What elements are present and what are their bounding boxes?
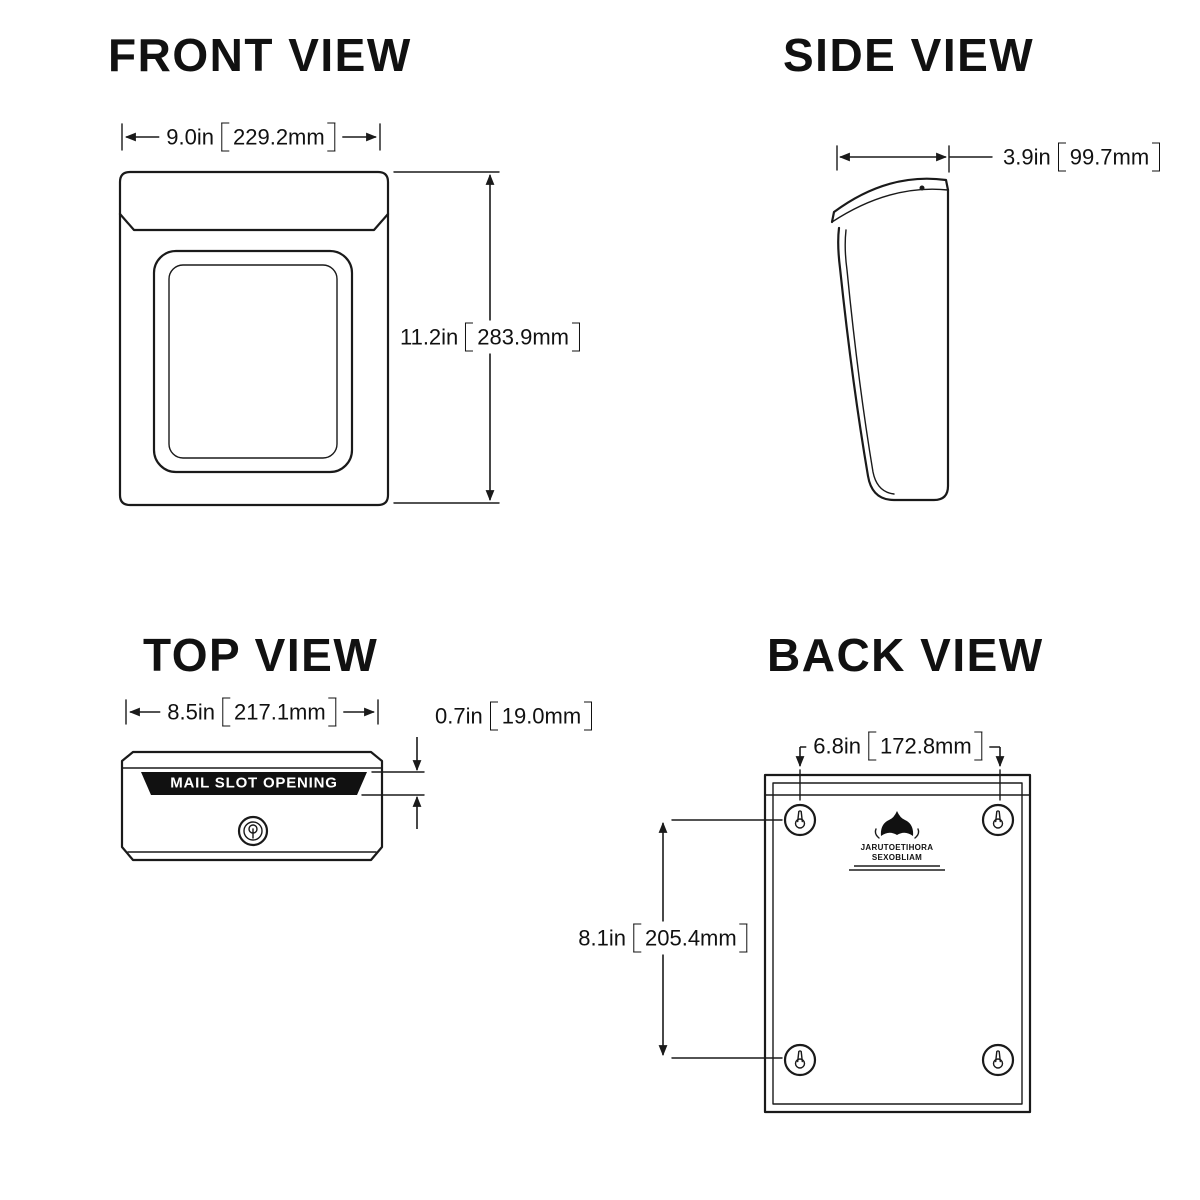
back-vertical-dimension: 8.1in 205.4mm: [571, 921, 755, 955]
brand-ornament-curl: [874, 828, 920, 839]
dimension-value-in: 9.0in: [166, 124, 214, 149]
front-width-dimension: 9.0in 229.2mm: [159, 120, 343, 154]
back-panel-outer: [763, 773, 1032, 1114]
top-slot-dimension: 0.7in 19.0mm: [428, 699, 600, 733]
mailbox-lid-seam: [118, 212, 390, 232]
dimension-value-in: 0.7in: [435, 703, 483, 728]
top-outline: [120, 750, 384, 862]
bracket-right: [739, 923, 748, 953]
dimension-value-mm: 99.7mm: [1069, 144, 1150, 169]
bracket-left: [221, 122, 229, 152]
lock-outer: [237, 815, 269, 847]
mailbox-window-inner: [168, 264, 338, 459]
mailbox-window-outer: [152, 249, 354, 474]
bracket-right: [1152, 142, 1161, 172]
brand-text-block: JARUTOETIHORA SEXOBLIAM: [849, 843, 945, 871]
dimension-value-mm: 283.9mm: [477, 324, 570, 349]
side-body-inner: [844, 229, 895, 495]
brand-text-line1: JARUTOETIHORA: [860, 843, 934, 852]
top-width-dimension: 8.5in 217.1mm: [160, 695, 344, 729]
lock-mid: [243, 821, 263, 841]
brand-fine-print-bar: [849, 869, 945, 871]
mailbox-front-body: [118, 170, 390, 507]
side-latch-dot: [919, 185, 925, 191]
bracket-left: [222, 697, 230, 727]
keyhole-bottom-left: [783, 1043, 817, 1077]
front-height-dimension: 11.2in 283.9mm: [392, 320, 588, 354]
mail-slot-band: [141, 772, 367, 795]
dimension-value-mm: 217.1mm: [234, 699, 326, 724]
bracket-left: [489, 701, 498, 731]
dimension-value-mm: 19.0mm: [501, 703, 582, 728]
side-lid-top: [830, 177, 950, 224]
brand-text-line2: SEXOBLIAM: [871, 853, 923, 862]
side-view-drawing: [830, 145, 993, 502]
bracket-left: [633, 923, 641, 953]
bracket-right: [327, 122, 336, 152]
dimension-value-in: 11.2in: [399, 324, 459, 349]
dimension-value-in: 8.1in: [578, 925, 626, 950]
dimension-value-mm: 172.8mm: [880, 733, 972, 758]
bracket-left: [465, 322, 474, 352]
keyhole-bottom-right: [981, 1043, 1015, 1077]
bracket-right: [974, 731, 983, 761]
brand-fine-print-bar: [854, 865, 940, 867]
dimension-value-in: 8.5in: [167, 699, 215, 724]
keyhole-top-left: [783, 803, 817, 837]
dimension-value-mm: 229.2mm: [233, 124, 325, 149]
back-panel-inner: [772, 782, 1023, 1105]
front-view-title: FRONT VIEW: [108, 29, 412, 81]
bracket-left: [868, 731, 876, 761]
side-lid-underside: [831, 188, 949, 223]
dimension-value-mm: 205.4mm: [645, 925, 737, 950]
front-view-drawing: [118, 123, 500, 507]
back-horizontal-dimension: 6.8in 172.8mm: [806, 729, 990, 763]
dimension-value-in: 3.9in: [1003, 144, 1051, 169]
top-view-title: TOP VIEW: [143, 629, 379, 681]
dimension-value-in: 6.8in: [813, 733, 861, 758]
back-view-title: BACK VIEW: [767, 629, 1044, 681]
bracket-right: [328, 697, 337, 727]
side-body: [837, 188, 950, 502]
brand-ornament: [880, 811, 914, 836]
side-view-title: SIDE VIEW: [783, 29, 1035, 81]
bracket-right: [584, 701, 593, 731]
bracket-right: [572, 322, 581, 352]
mail-slot-opening-label: MAIL SLOT OPENING: [170, 774, 338, 792]
keyhole-top-right: [981, 803, 1015, 837]
side-depth-dimension: 3.9in 99.7mm: [996, 140, 1168, 174]
bracket-left: [1057, 142, 1066, 172]
